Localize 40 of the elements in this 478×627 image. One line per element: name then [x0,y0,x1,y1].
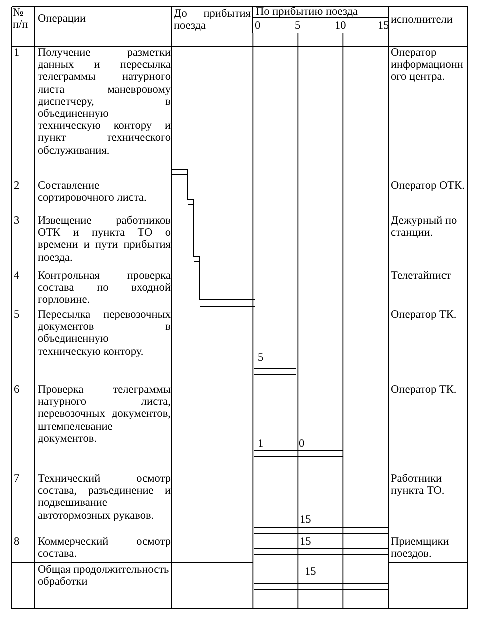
performer-text: Оператор ОТК. [391,180,466,192]
performer-text: Приемщики поездов. [391,536,450,560]
duration-label: 15 [300,536,312,548]
time-tick: 10 [335,20,348,32]
performer-text: Работники пункта ТО. [391,473,446,498]
performer-text: Оператор ТК. [391,309,458,322]
column-header: До прибытия поезда [174,8,251,32]
operation-text: Извещение работников ОТК и пункта ТО о времени и пути прибытия поезда. [38,215,171,264]
column-header: Операции [38,13,88,26]
row-number: 1 [14,47,21,60]
column-header: № п/п [13,7,30,32]
duration-label: 15 [300,514,312,526]
performer-text: Дежурный по станции. [391,215,458,240]
duration-label: 1 [258,438,265,450]
performer-text: Оператор ТК. [391,384,458,396]
row-number: 4 [14,270,21,282]
performer-text: Телетайпист [391,270,452,282]
time-tick: 0 [255,20,262,32]
operation-text: Контрольная проверка состава по входной горловине. [38,270,171,307]
column-header: По прибытию поезда [256,6,359,18]
operation-text: Получение разметки данных и пересылка телеграммы натурного листа маневровому диспетчеру, в объединенную техническую контору и пункт технического обслуживания. [38,47,171,157]
row-number: 5 [14,309,21,322]
time-tick: 15 [378,20,390,32]
performer-text: Оператор информационного центра. [391,47,464,84]
operation-text: Проверка телеграммы натурного листа, перевозочных документов, штемпелевание документов. [38,384,171,446]
row-number: 7 [14,473,21,486]
time-tick: 5 [295,20,302,32]
duration-label: 0 [299,438,306,450]
row-number: 2 [14,180,21,192]
duration-label: 15 [305,566,318,578]
operation-text: Технический осмотр состава, разъединение и подвешивание автотормозных рукавов. [38,473,171,522]
row-number: 6 [14,384,21,396]
duration-label: 5 [258,352,265,364]
operation-text: Коммерческий осмотр состава. [38,536,171,560]
operation-text: Общая продолжительность обработки [38,564,170,588]
operation-text: Составление сортировочного листа. [38,180,148,204]
row-number: 8 [14,536,21,548]
operation-text: Пересылка перевозочных документов в объединенную техническую контору. [38,309,171,358]
column-header: исполнители [391,14,454,26]
row-number: 3 [14,215,21,228]
